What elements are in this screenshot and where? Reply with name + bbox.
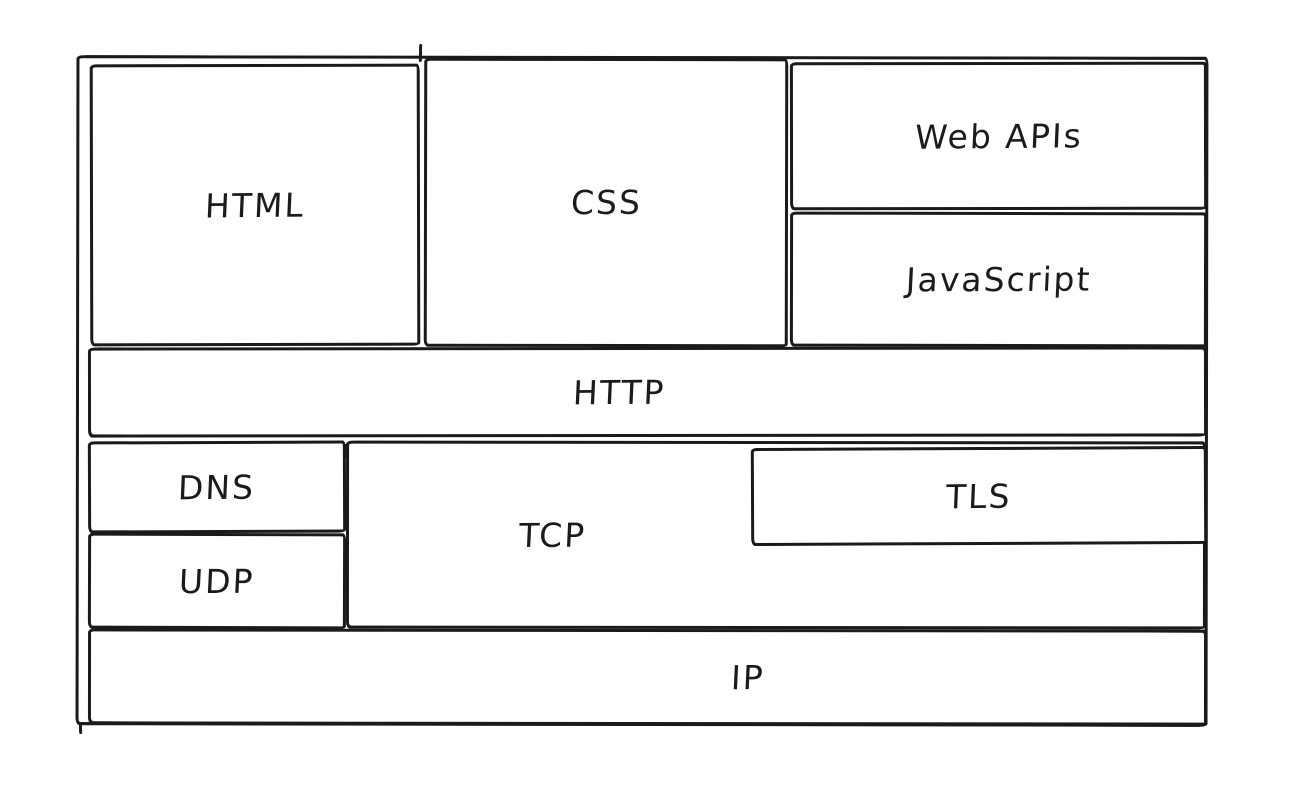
tls-layer-box: TLS [750,446,1208,546]
javascript-layer-label: JavaScript [904,259,1093,300]
html-layer-label: HTML [204,185,306,225]
http-layer-box: HTTP [87,346,1208,438]
ip-layer-box: IP [87,628,1208,726]
udp-layer-box: UDP [87,532,347,630]
web-apis-layer-label: Web APIs [913,115,1084,157]
dns-layer-box: DNS [87,440,347,534]
udp-layer-label: UDP [178,561,256,601]
web-apis-layer-box: Web APIs [789,61,1208,211]
sketch-overshoot-line [78,721,83,735]
tcp-layer-label: TCP [518,515,588,555]
javascript-layer-box: JavaScript [789,211,1208,348]
tls-layer-label: TLS [945,476,1013,516]
sketch-overshoot-line [418,43,423,63]
css-layer-box: CSS [423,57,789,348]
tcp-label-area: TCP [349,444,757,626]
http-layer-label: HTTP [572,372,667,412]
css-layer-label: CSS [569,182,643,223]
ip-layer-label: IP [729,657,766,697]
html-layer-box: HTML [89,63,421,347]
dns-layer-label: DNS [177,467,257,507]
